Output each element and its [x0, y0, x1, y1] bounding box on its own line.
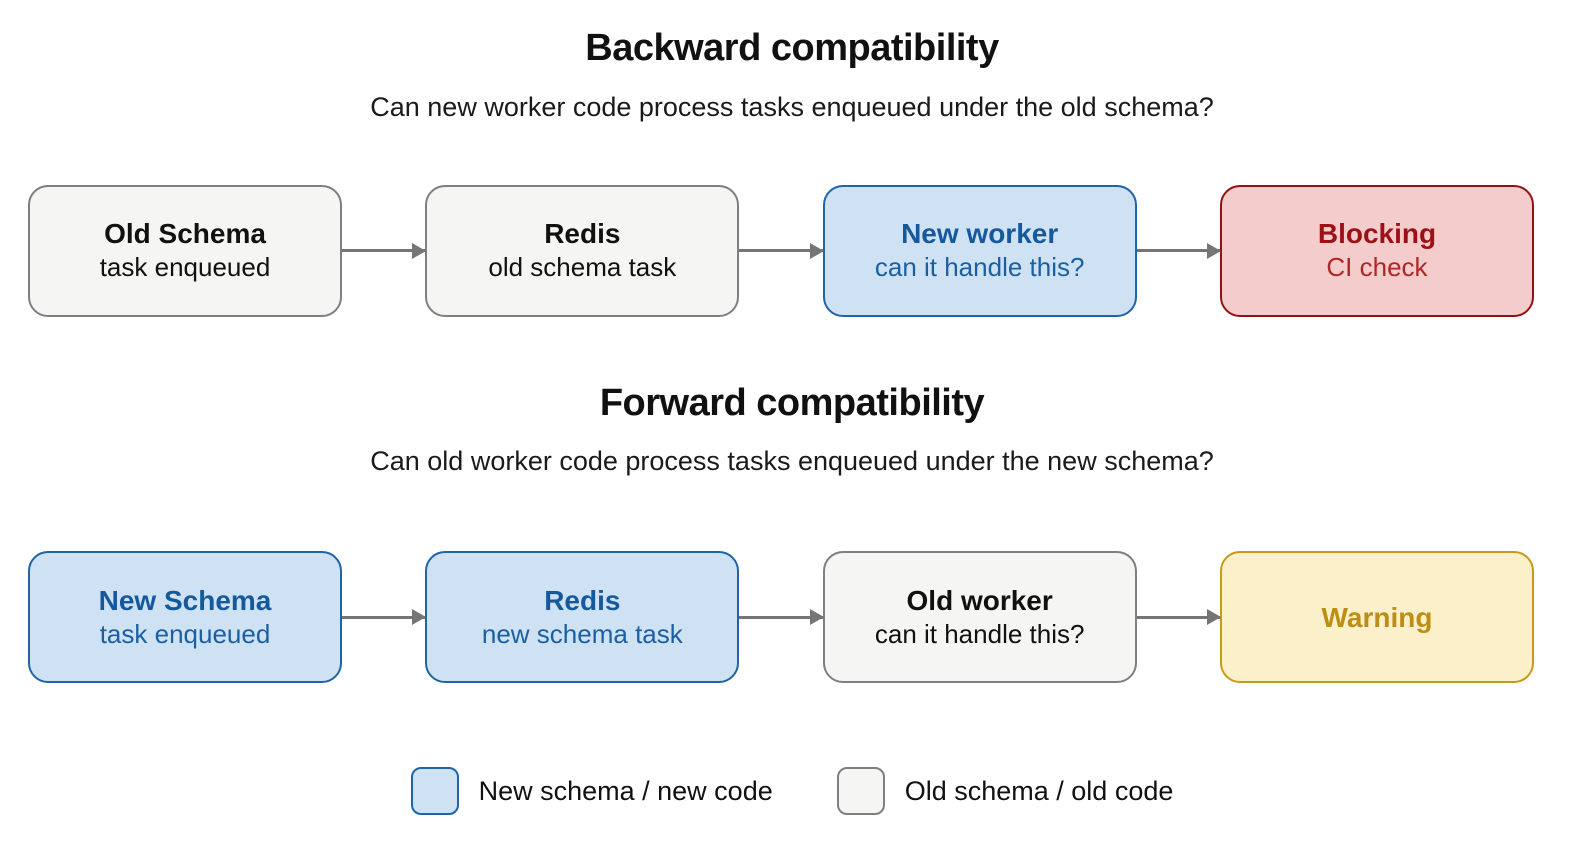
node-old-worker: Old worker can it handle this?: [822, 551, 1137, 684]
node-subtitle: can it handle this?: [874, 252, 1085, 283]
node-redis-new: Redis new schema task: [425, 551, 740, 684]
legend-swatch-new-icon: [410, 767, 459, 816]
node-title: Redis: [544, 218, 621, 250]
node-blocking: Blocking CI check: [1219, 184, 1534, 317]
node-new-worker: New worker can it handle this?: [822, 184, 1137, 317]
node-new-schema: New Schema task enqueued: [28, 551, 342, 684]
section-subtitle-forward: Can old worker code process tasks enqueu…: [370, 446, 1214, 477]
node-subtitle: old schema task: [488, 252, 677, 283]
legend-swatch-old-icon: [836, 767, 885, 816]
node-warning: Warning: [1219, 551, 1534, 684]
section-title-backward: Backward compatibility: [585, 27, 999, 69]
flow-arrow-icon: [1136, 615, 1220, 619]
node-title: Old Schema: [104, 218, 266, 250]
flow-arrow-icon: [342, 249, 426, 253]
legend-label: New schema / new code: [478, 776, 773, 807]
node-title: Blocking: [1317, 218, 1437, 250]
legend-item-old: Old schema / old code: [836, 767, 1174, 816]
section-subtitle-backward: Can new worker code process tasks enqueu…: [370, 91, 1214, 122]
node-title: Warning: [1321, 601, 1433, 633]
flow-row-forward: New Schema task enqueued Redis new schem…: [28, 551, 1534, 684]
node-title: Old worker: [906, 584, 1053, 616]
node-title: New worker: [901, 218, 1059, 250]
node-subtitle: task enqueued: [99, 618, 271, 649]
flow-arrow-icon: [739, 249, 823, 253]
flow-row-backward: Old Schema task enqueued Redis old schem…: [28, 184, 1534, 317]
flow-arrow-icon: [342, 615, 426, 619]
legend-item-new: New schema / new code: [410, 767, 773, 816]
legend-label: Old schema / old code: [904, 776, 1174, 807]
node-subtitle: task enqueued: [99, 252, 271, 283]
legend: New schema / new code Old schema / old c…: [0, 767, 1584, 816]
flow-arrow-icon: [1136, 249, 1220, 253]
node-subtitle: can it handle this?: [874, 618, 1085, 649]
node-redis-old: Redis old schema task: [425, 184, 740, 317]
node-subtitle: CI check: [1326, 252, 1428, 283]
section-title-forward: Forward compatibility: [599, 381, 985, 424]
node-title: New Schema: [98, 584, 272, 616]
node-old-schema: Old Schema task enqueued: [28, 184, 342, 317]
flow-arrow-icon: [739, 615, 823, 619]
node-subtitle: new schema task: [481, 618, 683, 649]
node-title: Redis: [544, 584, 621, 616]
